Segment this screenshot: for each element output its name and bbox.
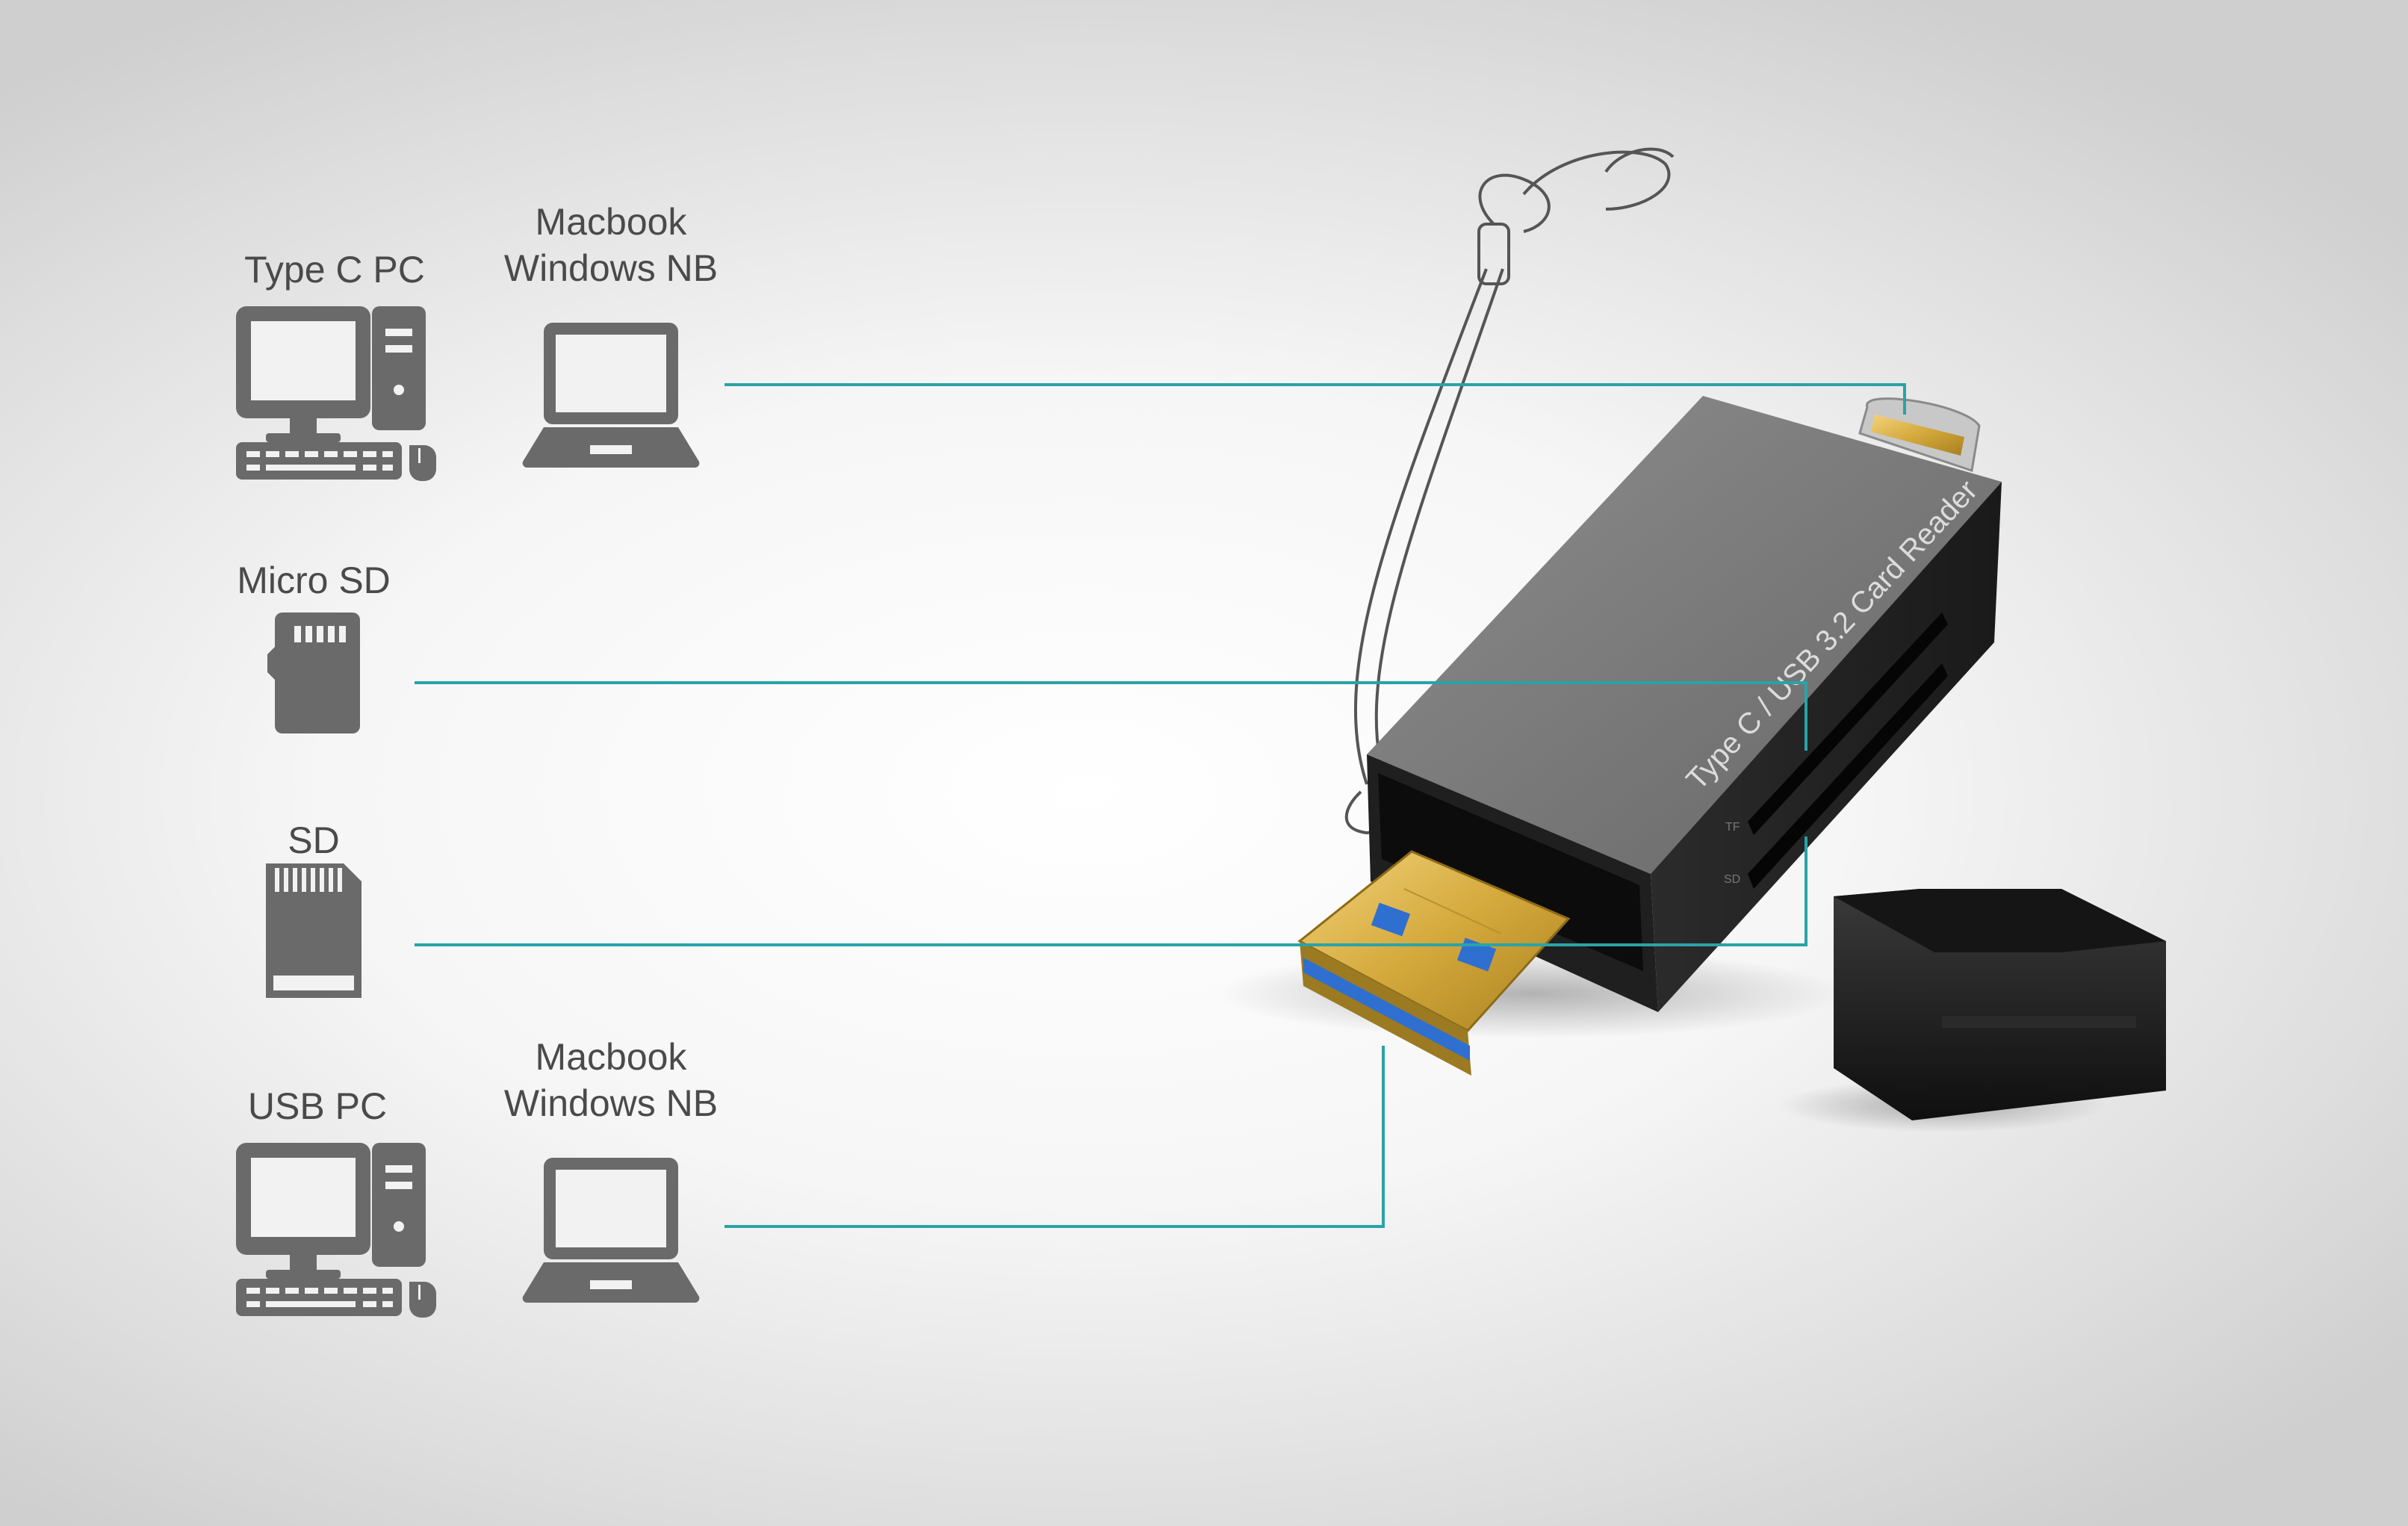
macbook-bottom-line: Macbook xyxy=(535,1036,687,1078)
connector-lines xyxy=(415,383,1906,1228)
tf-slot-label: TF xyxy=(1725,821,1740,834)
lanyard-strap xyxy=(1344,147,1675,835)
micro-sd-card-icon xyxy=(267,612,360,733)
windows-nb-bottom-line: Windows NB xyxy=(503,1082,719,1124)
usb-c-plug xyxy=(1858,397,1981,472)
sd-label: SD xyxy=(288,819,340,861)
sd-slot-label: SD xyxy=(1724,873,1740,886)
connector-usb-a xyxy=(724,1046,1385,1228)
connector-micro-sd xyxy=(415,681,1807,751)
desktop-pc-icon xyxy=(236,1143,436,1318)
sd-card-slot xyxy=(1748,663,1948,889)
desktop-pc-icon xyxy=(236,306,436,481)
type-c-pc-label: Type C PC xyxy=(244,249,425,291)
macbook-top-line: Macbook xyxy=(535,201,687,243)
usb-pc-label: USB PC xyxy=(247,1085,388,1127)
micro-sd-label: Micro SD xyxy=(237,559,391,601)
reader-top-face xyxy=(1367,396,2002,874)
laptop-icon xyxy=(522,323,700,468)
laptop-icon xyxy=(522,1158,700,1303)
reader-cap xyxy=(1834,889,2166,1120)
macbook-windows-top-label: Macbook Windows NB xyxy=(504,199,718,291)
card-reader-device: TF SD Type C / USB 3.2 Card Reader xyxy=(1217,147,2166,1132)
sd-card-icon xyxy=(266,863,361,998)
connector-sd xyxy=(415,837,1807,946)
windows-nb-top-line: Windows NB xyxy=(503,247,719,289)
macbook-windows-bottom-label: Macbook Windows NB xyxy=(504,1034,718,1126)
tf-card-slot xyxy=(1748,612,1948,835)
connector-type-c xyxy=(724,383,1906,415)
usb-a-plug xyxy=(1297,850,1571,1076)
